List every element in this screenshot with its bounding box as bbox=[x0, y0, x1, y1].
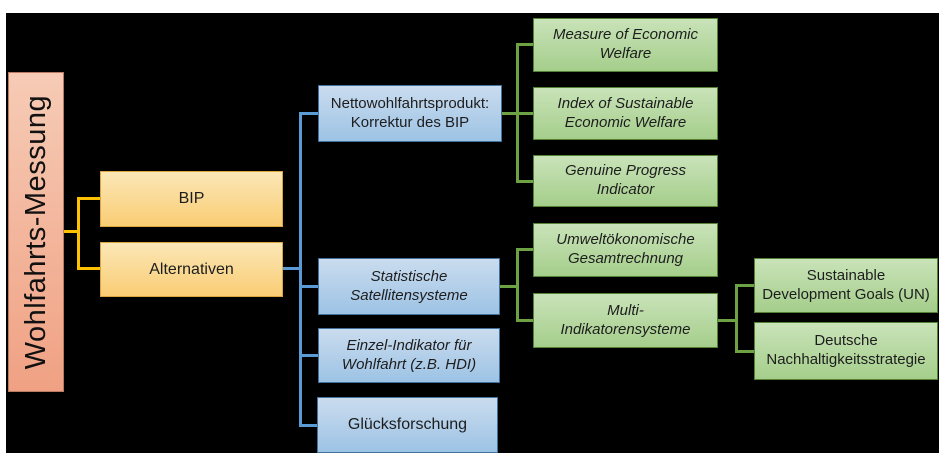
diagram-background bbox=[6, 13, 939, 453]
node-alternativen-label: Alternativen bbox=[149, 260, 234, 278]
node-index-of-sustainable-economic-welfare: Index of Sustainable Economic Welfare bbox=[533, 87, 718, 140]
node-isew-label: Index of Sustainable Economic Welfare bbox=[557, 94, 694, 131]
connector-netto-stem bbox=[502, 112, 519, 115]
node-einzel-indikator: Einzel-Indikator für Wohlfahrt (z.B. HDI… bbox=[318, 328, 500, 383]
connector-alternativen-vertical bbox=[299, 112, 302, 427]
node-nettowohlfahrtsprodukt-label: Nettowohlfahrtsprodukt: Korrektur des BI… bbox=[330, 94, 490, 131]
node-statistische-satellitensysteme: Statistische Satellitensysteme bbox=[318, 258, 500, 315]
connector-to-gpi bbox=[516, 180, 534, 183]
node-root-wohlfahrts-messung: Wohlfahrts-Messung bbox=[8, 72, 64, 392]
node-gluecksforschung: Glücksforschung bbox=[317, 397, 498, 453]
connector-root-vertical bbox=[77, 197, 80, 270]
connector-to-nettowohlfahrtsprodukt bbox=[299, 112, 319, 115]
connector-to-isew bbox=[516, 112, 534, 115]
node-einzel-indikator-label: Einzel-Indikator für Wohlfahrt (z.B. HDI… bbox=[341, 336, 477, 373]
node-root-label: Wohlfahrts-Messung bbox=[19, 94, 52, 370]
node-alternativen: Alternativen bbox=[100, 242, 283, 297]
node-gluecksforschung-label: Glücksforschung bbox=[347, 416, 468, 433]
connector-to-statistische bbox=[299, 285, 319, 288]
node-deutsche-nachhaltigkeitsstrategie: Deutsche Nachhaltigkeitsstrategie bbox=[754, 322, 938, 380]
connector-to-deutsche-strategie bbox=[735, 350, 755, 353]
connector-to-measure-of-economic-welfare bbox=[516, 43, 534, 46]
connector-root-to-bip bbox=[77, 197, 101, 200]
connector-root-stem bbox=[63, 230, 79, 233]
connector-statistische-vertical bbox=[516, 248, 519, 322]
connector-multi-vertical bbox=[735, 284, 738, 353]
node-measure-of-economic-welfare: Measure of Economic Welfare bbox=[533, 18, 718, 72]
node-bip-label: BIP bbox=[178, 190, 205, 207]
connector-root-to-alternativen bbox=[77, 267, 101, 270]
node-gpi-label: Genuine Progress Indicator bbox=[565, 162, 686, 198]
connector-to-umweltoekonomische bbox=[516, 248, 534, 251]
node-sustainable-development-goals: Sustainable Development Goals (UN) bbox=[754, 258, 938, 313]
node-mew-label: Measure of Economic Welfare bbox=[552, 26, 699, 62]
node-sdg-label: Sustainable Development Goals (UN) bbox=[762, 266, 930, 303]
connector-to-sdg bbox=[735, 284, 755, 287]
node-dns-label: Deutsche Nachhaltigkeitsstrategie bbox=[766, 332, 926, 368]
connector-to-gluecksforschung bbox=[299, 424, 318, 427]
connector-statistische-stem bbox=[500, 285, 519, 288]
connector-to-einzel-indikator bbox=[299, 354, 319, 357]
node-bip: BIP bbox=[100, 171, 283, 227]
connector-multi-stem bbox=[718, 319, 738, 322]
node-nettowohlfahrtsprodukt: Nettowohlfahrtsprodukt: Korrektur des BI… bbox=[318, 85, 502, 142]
node-statistische-label: Statistische Satellitensysteme bbox=[350, 267, 468, 304]
node-umweltoekonomische-gesamtrechnung: Umweltökonomische Gesamtrechnung bbox=[533, 223, 718, 277]
node-multi-indikatorensysteme: Multi-Indikatorensysteme bbox=[533, 293, 718, 348]
node-multi-label: Multi-Indikatorensysteme bbox=[560, 301, 691, 338]
node-genuine-progress-indicator: Genuine Progress Indicator bbox=[533, 155, 718, 207]
connector-alternativen-stem bbox=[283, 267, 302, 270]
node-ugr-label: Umweltökonomische Gesamtrechnung bbox=[556, 231, 695, 267]
connector-to-multi-indikatorensysteme bbox=[516, 319, 534, 322]
